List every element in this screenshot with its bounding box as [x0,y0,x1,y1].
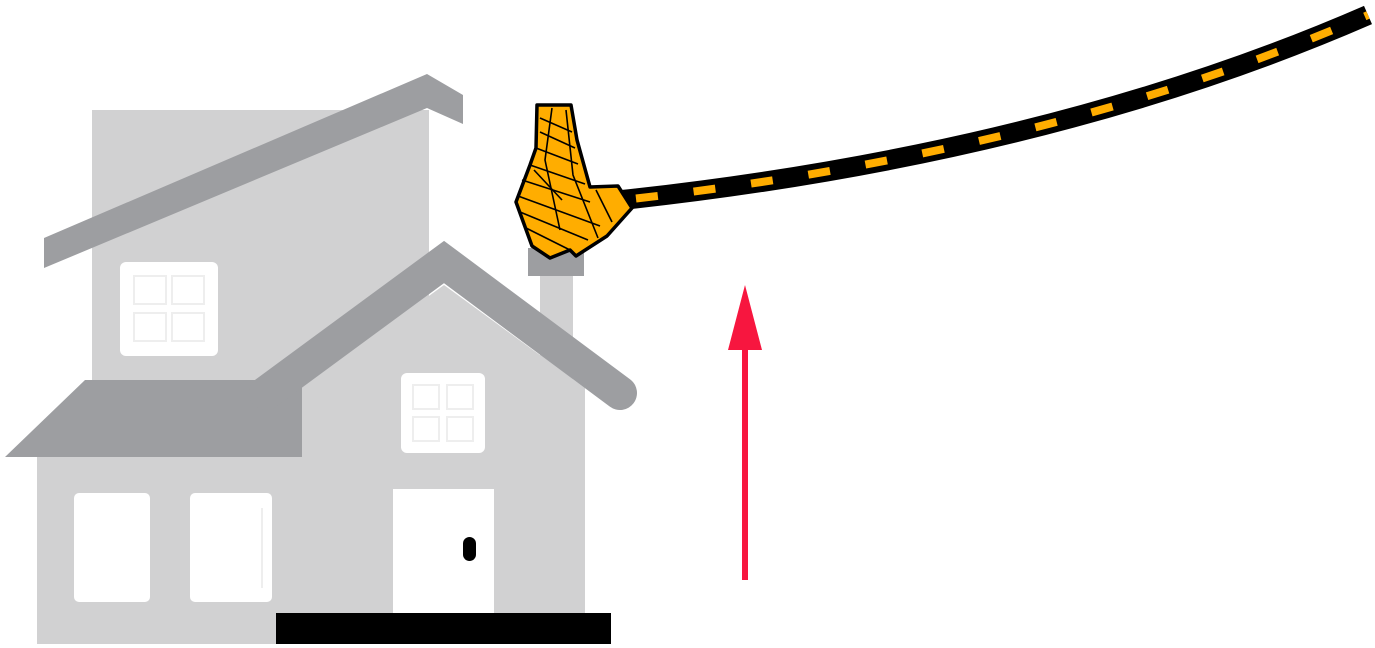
ground-base [276,613,611,644]
upper-window [120,262,218,356]
front-door [393,489,494,619]
front-window [401,373,485,453]
porch-roof [5,380,302,457]
door-knob [463,537,476,561]
upper-window-panes [133,275,205,342]
flexible-hose [620,5,1372,210]
front-house-roof [249,240,637,410]
back-house-roof [44,74,463,268]
house-illustration [5,74,637,644]
up-arrow-icon [728,285,762,580]
lower-window-right [190,493,272,602]
vent-nozzle-icon [514,103,634,260]
front-window-panes [412,384,474,442]
front-house-wall [302,285,585,644]
nozzle-hatching [517,107,613,251]
lower-window-left [74,493,150,602]
